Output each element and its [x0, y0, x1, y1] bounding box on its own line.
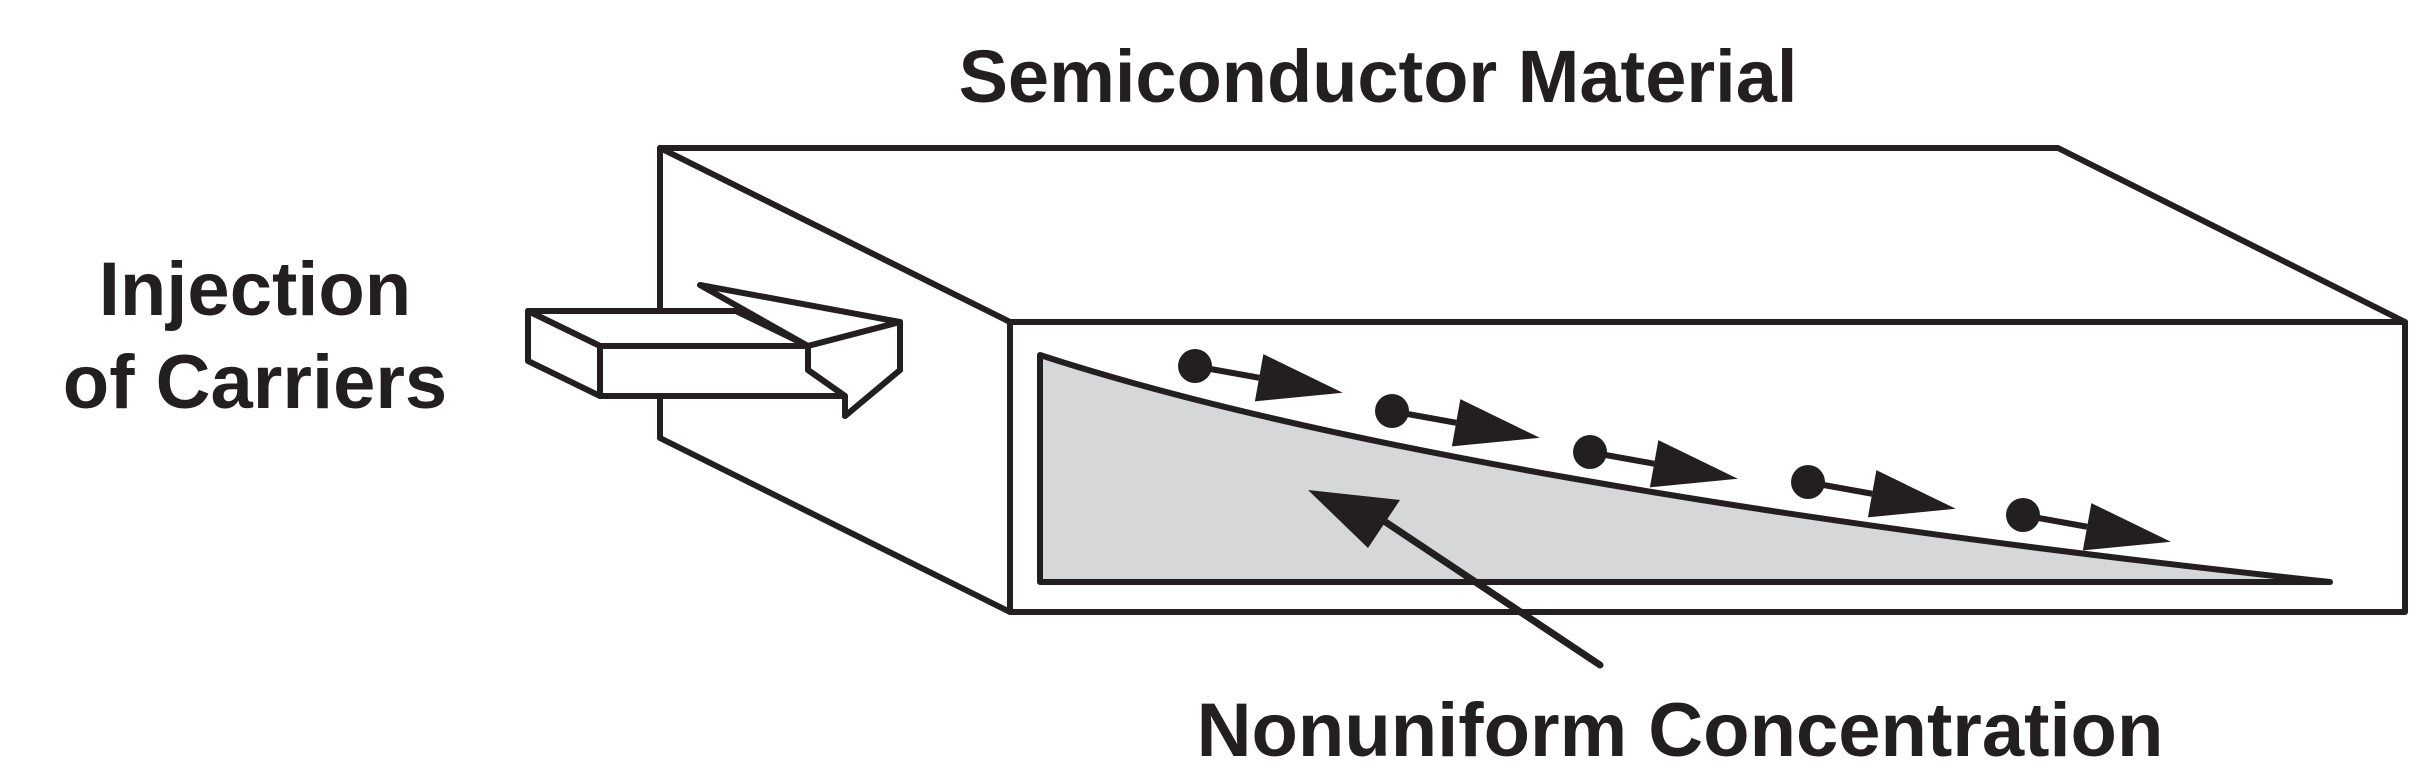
carrier-dot: [1791, 465, 1825, 499]
carrier-arrow-head: [1867, 470, 1956, 518]
carrier-dot: [1178, 349, 1212, 383]
carrier: [1375, 394, 1540, 447]
carrier-arrow-head: [1649, 440, 1738, 488]
injection-arrow: [525, 282, 903, 419]
carrier-arrow-shaft: [1204, 365, 1260, 381]
concentration-pointer-head: [1308, 490, 1400, 548]
carrier-arrow-head: [1451, 399, 1540, 447]
carrier: [1573, 435, 1738, 488]
carrier-arrow-shaft: [1817, 481, 1873, 497]
carrier-arrow-shaft: [1599, 451, 1655, 467]
injection-label-line1: Injection: [99, 247, 411, 332]
carrier-arrow-shaft: [2032, 514, 2088, 530]
nonuniform-label: Nonuniform Concentration: [1197, 688, 2164, 773]
carrier-dot: [1375, 394, 1409, 428]
carrier: [2006, 498, 2171, 551]
concentration-pointer-line: [1371, 511, 1604, 669]
title-label: Semiconductor Material: [959, 35, 1798, 118]
carrier-dot: [2006, 498, 2040, 532]
carrier-arrow-shaft: [1401, 410, 1457, 426]
injection-label-line2: of Carriers: [63, 340, 447, 425]
carrier: [1178, 349, 1343, 402]
carriers-group: [1178, 349, 2171, 551]
carrier: [1791, 465, 1956, 518]
concentration-pointer: [1308, 490, 1604, 669]
carrier-arrow-head: [1254, 354, 1343, 402]
carrier-arrow-head: [2082, 503, 2171, 551]
carrier-dot: [1573, 435, 1607, 469]
